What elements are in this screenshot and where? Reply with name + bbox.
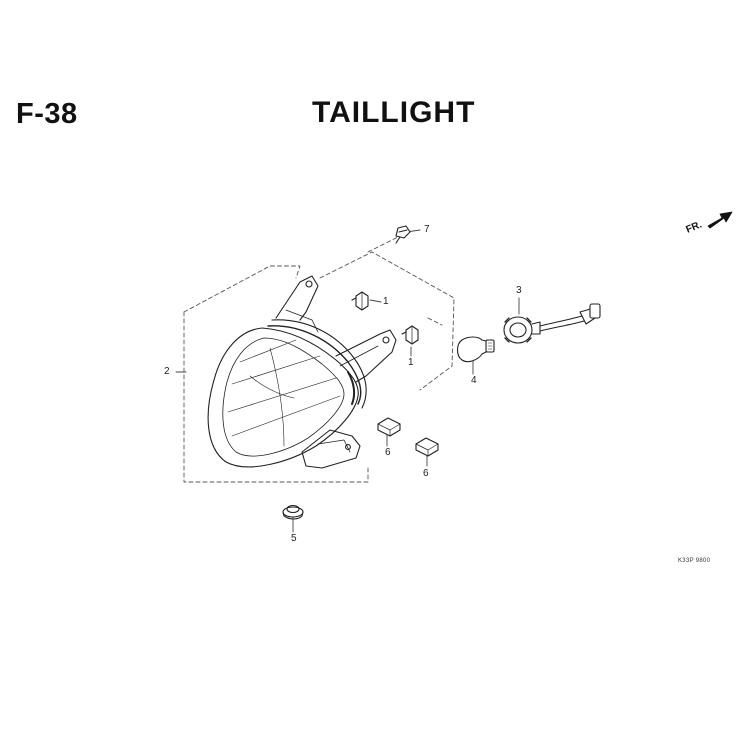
callout-1-lower: 1 [408,357,414,368]
diagram-code: K33P 9800 [678,558,711,564]
clip-icon-upper [351,291,369,311]
front-direction-arrow-icon [707,211,733,229]
page-title: TAILLIGHT [312,96,476,129]
taillight-assembly-icon [207,275,397,469]
clip-nut-icon-right [415,437,439,457]
page-code: F-38 [16,98,78,130]
callout-6-left: 6 [385,447,391,458]
socket-harness-icon [503,303,601,344]
callout-2: 2 [164,366,170,377]
callout-6-right: 6 [423,468,429,479]
callout-3: 3 [516,285,522,296]
assembly-group-outline [183,233,455,483]
bulb-icon [456,336,495,363]
callout-7: 7 [424,224,430,235]
clip-nut-icon-left [377,417,401,437]
screw-icon [395,225,411,244]
grommet-icon [282,504,304,520]
clip-icon-lower [401,325,419,345]
callout-4: 4 [471,375,477,386]
callout-1-upper: 1 [383,296,389,307]
callout-5: 5 [291,533,297,544]
